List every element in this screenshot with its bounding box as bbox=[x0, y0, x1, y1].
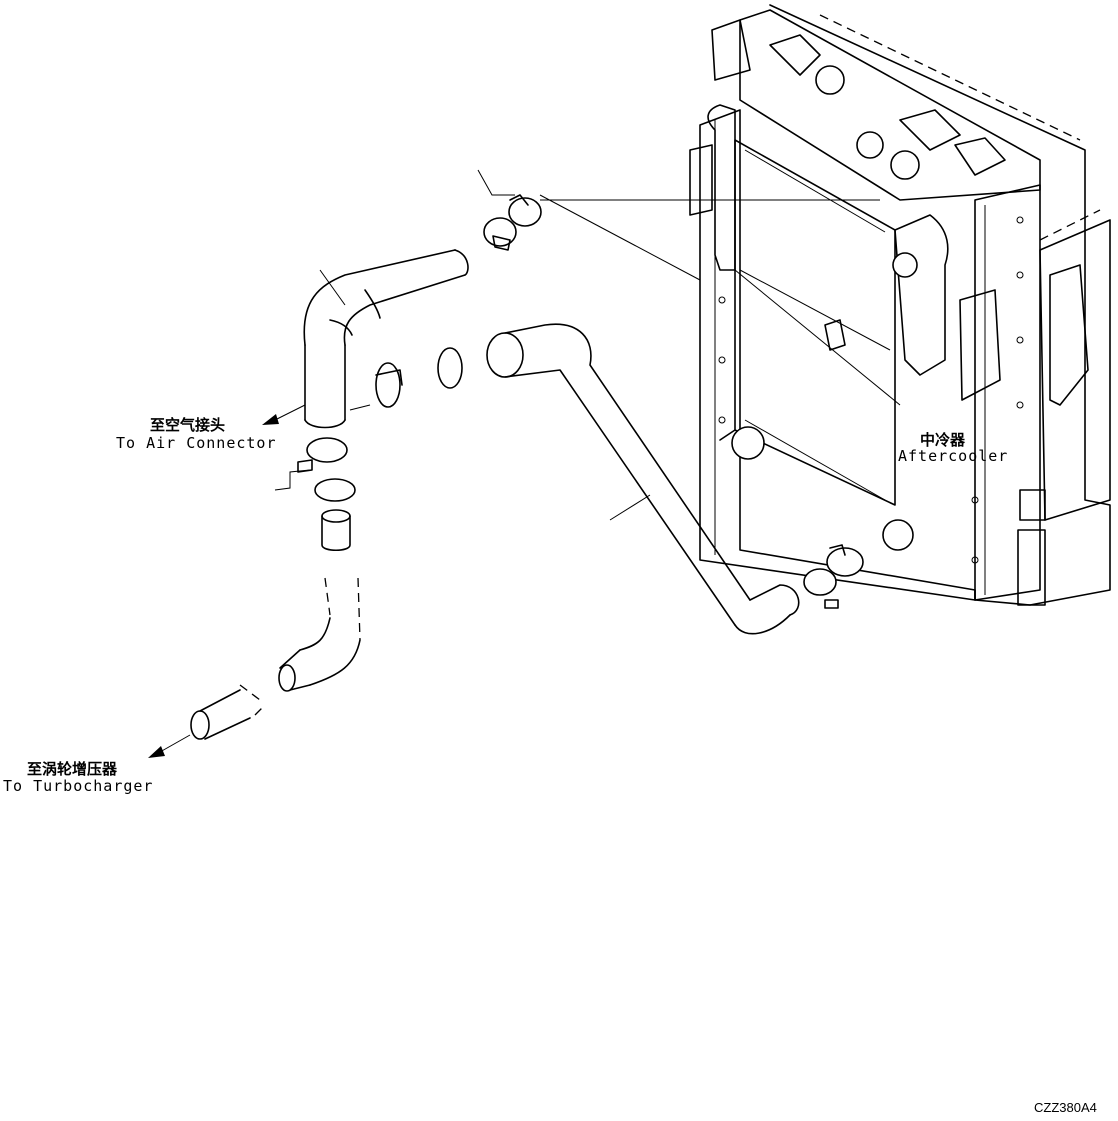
upper-hose bbox=[303, 249, 469, 429]
turbo-pipe bbox=[190, 509, 361, 740]
turbocharger-label-en: To Turbocharger bbox=[3, 777, 154, 795]
aftercooler-leader bbox=[734, 269, 901, 406]
aftercooler-label-en: Aftercooler bbox=[898, 447, 1009, 465]
lower-clamps bbox=[274, 437, 356, 502]
air-connector-label-en: To Air Connector bbox=[116, 434, 277, 452]
middle-clamps bbox=[349, 347, 864, 609]
turbocharger-label-cn: 至涡轮增压器 bbox=[27, 760, 118, 778]
aftercooler-label-cn: 中冷器 bbox=[920, 431, 966, 449]
air-connector-arrow bbox=[262, 404, 306, 425]
aftercooler-assembly bbox=[689, 4, 1111, 606]
turbocharger-arrow bbox=[148, 734, 191, 758]
air-connector-label-cn: 至空气接头 bbox=[150, 416, 226, 434]
lower-hose bbox=[486, 323, 800, 635]
drawing-code: CZZ380A4 bbox=[1034, 1100, 1097, 1115]
upper-hose-clamps bbox=[477, 169, 880, 281]
